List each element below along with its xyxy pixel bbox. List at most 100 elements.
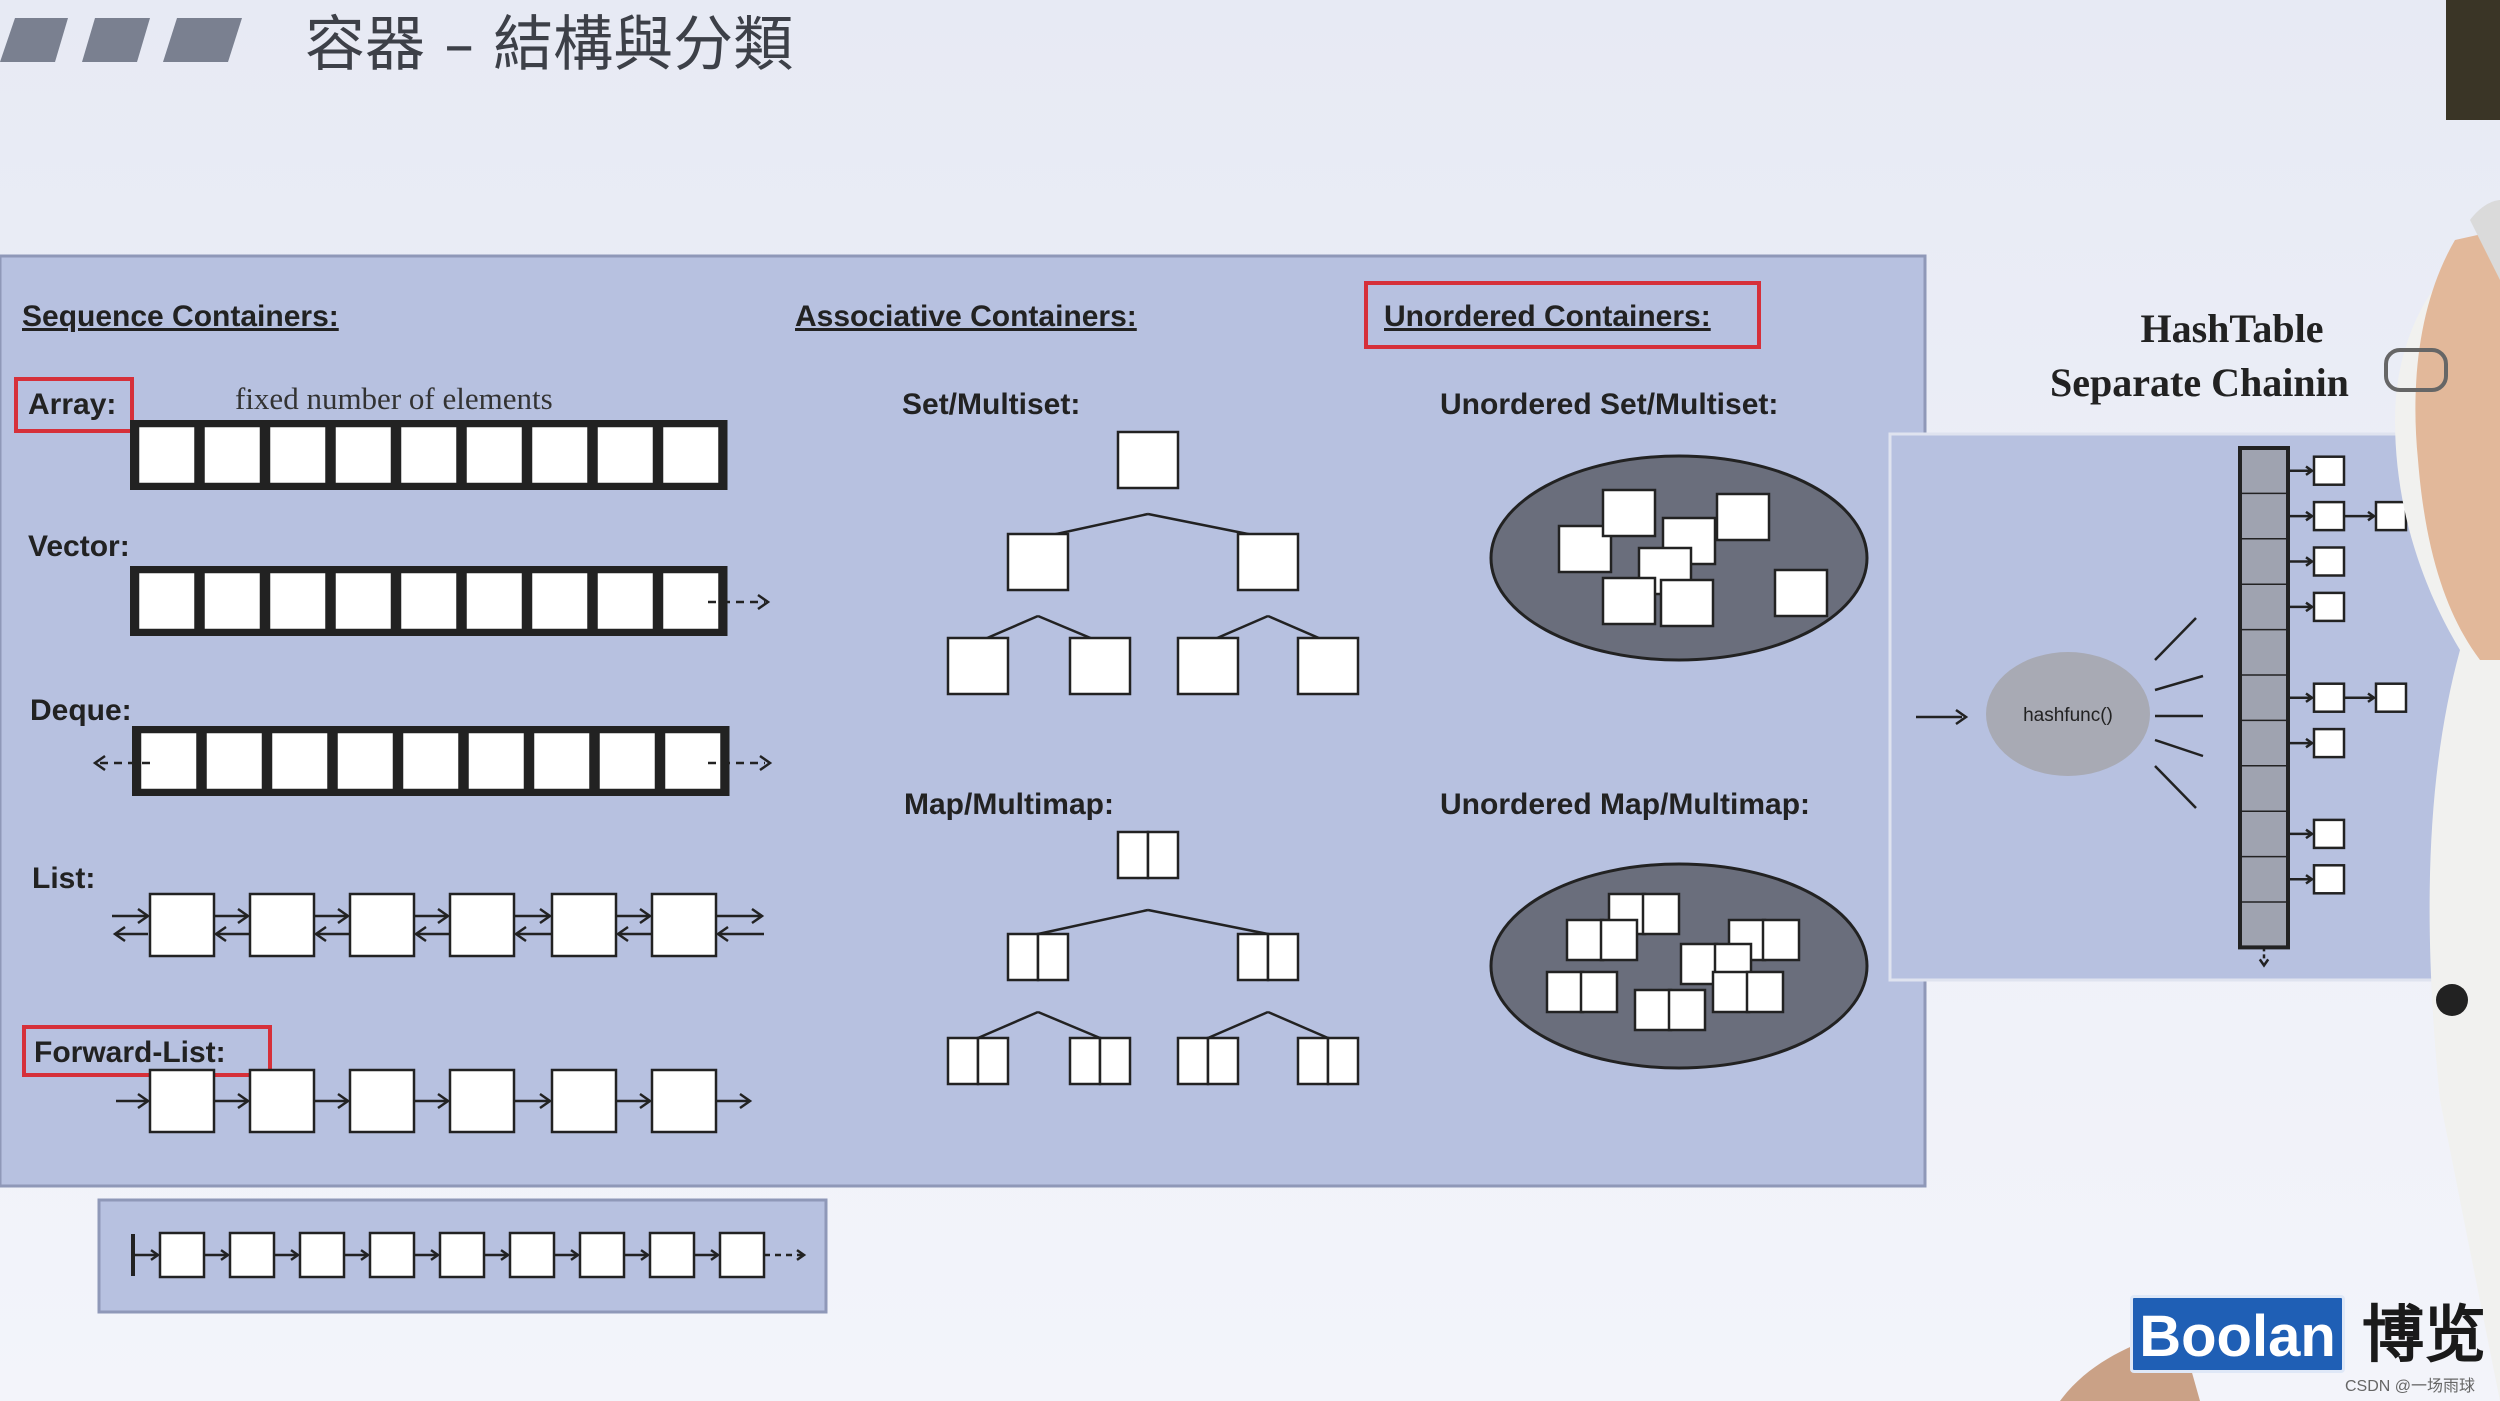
hashed-element (1601, 488, 1657, 538)
list-node (550, 892, 618, 958)
chain-pointer-head (2305, 465, 2315, 476)
strip-cell (333, 424, 394, 486)
heading-unordered: Unordered Containers: (1384, 300, 1711, 333)
heading-unordered-highlight (1364, 281, 1761, 349)
tree-node (1176, 636, 1240, 696)
strip-cell (269, 730, 330, 792)
strip-cell (335, 730, 396, 792)
list-link-head (112, 925, 126, 943)
strip-cell (529, 570, 590, 632)
tree-node (1296, 636, 1360, 696)
strip-cell (333, 570, 394, 632)
map-tree-diagram (946, 830, 1360, 1086)
deque-diagram (92, 726, 773, 796)
list-link-head (513, 925, 527, 943)
list-link-head (313, 925, 327, 943)
tree-node-value (1098, 1036, 1132, 1086)
unordered-set-label: Unordered Set/Multiset: (1440, 388, 1778, 421)
forward-link-head (539, 1092, 553, 1110)
chain-node (508, 1231, 556, 1279)
hashtable-diagram: hashfunc() (1888, 432, 2500, 982)
chain-pointer-head (2305, 692, 2315, 703)
boolan-logo-cjk: 博览 (2362, 1298, 2487, 1371)
chain-link-head (640, 1249, 651, 1261)
bucket-array (2238, 446, 2290, 950)
chain-pointer-head (2367, 510, 2377, 522)
tree-node-key (1116, 830, 1150, 880)
deque-label: Deque: (30, 694, 132, 727)
hashed-element (1601, 576, 1657, 626)
tree-node-value (1326, 1036, 1360, 1086)
tree-node-key (946, 1036, 980, 1086)
slide-title: 容器 – 結構與分類 (305, 10, 793, 80)
hashfunc-label: hashfunc() (2023, 705, 2113, 726)
tree-edge (977, 1010, 1039, 1040)
growth-arrow-head (757, 593, 771, 611)
chain-pointer-head (2367, 692, 2377, 703)
hashed-element (1715, 492, 1771, 542)
unordered-set-diagram (1489, 454, 1869, 662)
tree-node-key (1236, 932, 1270, 982)
tree-node-value (1146, 830, 1180, 880)
strip-cell (529, 424, 590, 486)
forward-link-head (237, 1092, 251, 1110)
hashed-element (1641, 892, 1681, 936)
chain-link-head (570, 1249, 581, 1261)
hashed-element (1579, 970, 1619, 1014)
strip-cell (138, 730, 199, 792)
hashed-element (1565, 918, 1605, 962)
array-diagram (130, 420, 728, 490)
forward-link-head (639, 1092, 653, 1110)
chain-pointer-head (2305, 510, 2315, 522)
hashed-element (1659, 578, 1715, 628)
hashtable-title-line2: Separate Chainin (2050, 360, 2349, 405)
strip-cell (398, 570, 459, 632)
chain-node (228, 1231, 276, 1279)
vector-diagram (130, 566, 771, 636)
tree-node-key (1006, 932, 1040, 982)
strip-cell (136, 570, 197, 632)
strip-cell (660, 424, 721, 486)
corner-photo (2446, 0, 2500, 120)
vector-label: Vector: (28, 530, 130, 563)
tree-edge (1147, 908, 1269, 936)
chain-pointer-head (2305, 556, 2315, 567)
forward-list-node (550, 1068, 618, 1134)
forward-list-node (448, 1068, 516, 1134)
list-link-head (715, 925, 729, 943)
list-link-head (615, 925, 629, 943)
chain-link-head (150, 1249, 161, 1261)
bucket-element (2374, 500, 2408, 532)
chain-pointer-head (2305, 874, 2315, 885)
hashfunc-node (1986, 652, 2150, 776)
hashed-element (1711, 970, 1751, 1014)
list-link-head (751, 907, 765, 925)
strip-cell (202, 570, 263, 632)
tree-edge (1037, 908, 1149, 936)
forward-link-head (137, 1092, 151, 1110)
tree-node-value (976, 1036, 1010, 1086)
forward-list-node (148, 1068, 216, 1134)
strip-cell (466, 730, 527, 792)
strip-cell (202, 424, 263, 486)
list-node (348, 892, 416, 958)
strip-cell (400, 730, 461, 792)
tree-node (1236, 532, 1300, 592)
map-label: Map/Multimap: (904, 788, 1114, 821)
list-link-head (237, 907, 251, 925)
strip-cell (531, 730, 592, 792)
bucket-tail-head (2258, 958, 2270, 968)
bucket-element (2312, 727, 2346, 759)
tree-node-value (1266, 932, 1300, 982)
tree-node (1006, 532, 1070, 592)
strip-cell (267, 424, 328, 486)
bottom-chain-panel (97, 1198, 828, 1314)
hashtable-title-line1: HashTable (2140, 306, 2323, 351)
tree-edge (1207, 1010, 1269, 1040)
forward-list-diagram (116, 1068, 753, 1134)
strip-cell (662, 730, 723, 792)
front-growth-head (92, 754, 106, 772)
list-link-head (213, 925, 227, 943)
forward-list-node (650, 1068, 718, 1134)
bucket-element (2374, 682, 2408, 713)
